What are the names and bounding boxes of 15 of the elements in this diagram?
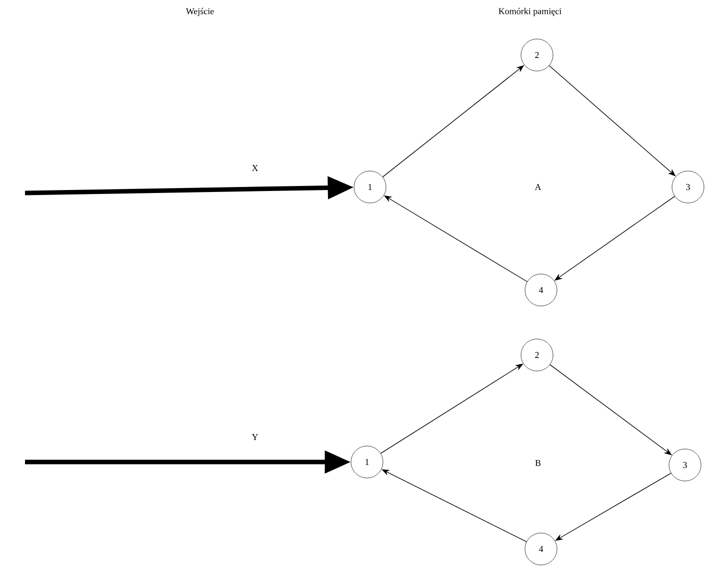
circle-node: 2 <box>520 38 554 72</box>
circle-node: 1 <box>350 446 384 478</box>
label: A <box>534 184 542 190</box>
edge-label: X <box>252 165 258 171</box>
label: Wejście <box>186 8 214 16</box>
circle-node: 4 <box>524 274 558 306</box>
circle-node: 1 <box>354 170 386 204</box>
label: Komórki pamięci <box>498 8 562 16</box>
circle-node: 4 <box>524 532 558 566</box>
circle-node: 3 <box>668 448 702 482</box>
edge-label: Y <box>252 434 258 440</box>
circle-node: 3 <box>672 170 704 204</box>
circle-node: 2 <box>520 338 554 372</box>
label: B <box>535 460 541 466</box>
arrow <box>550 364 672 456</box>
